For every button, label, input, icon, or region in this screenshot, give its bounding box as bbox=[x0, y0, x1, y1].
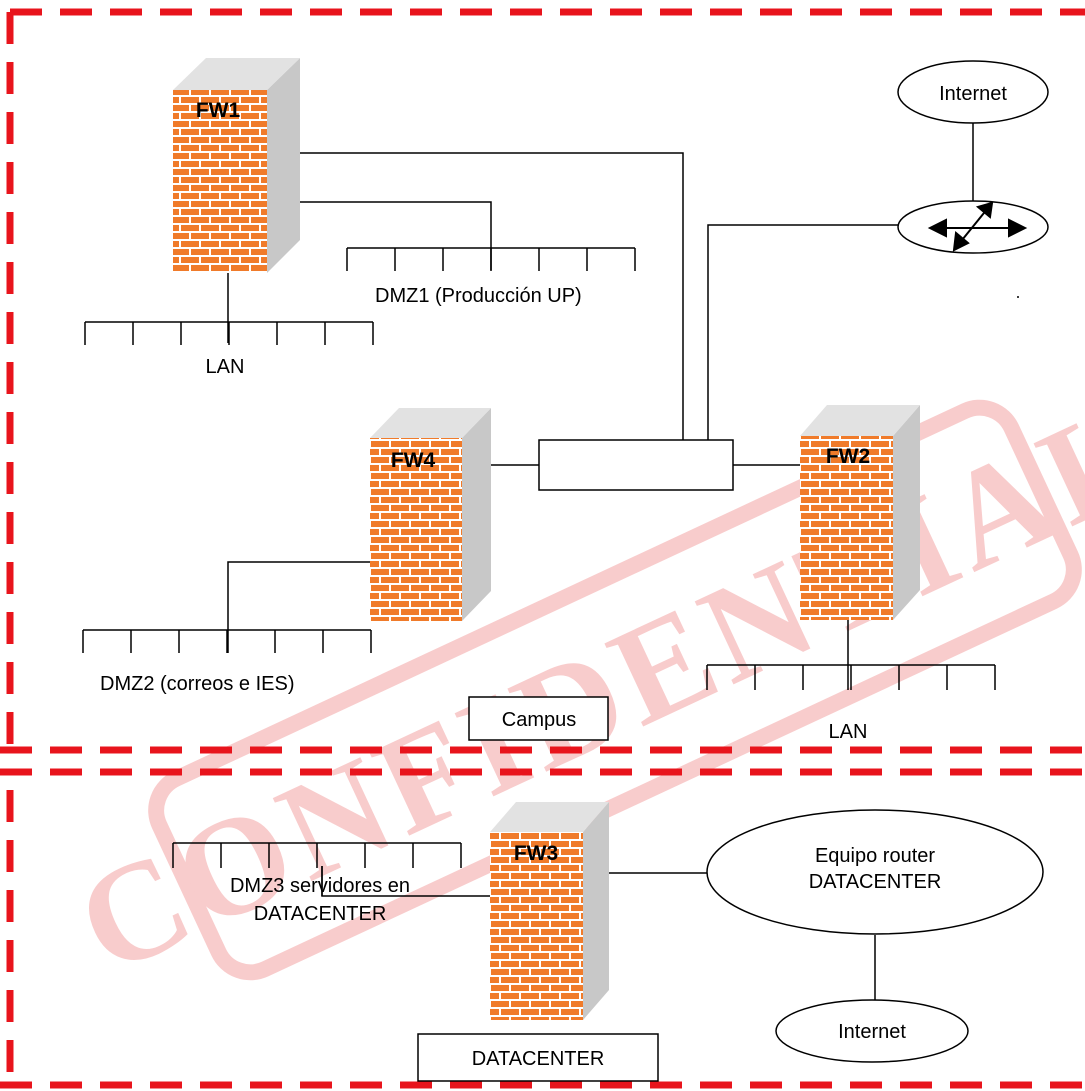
datacenter-label-box: DATACENTER bbox=[418, 1034, 658, 1081]
fw3-label: FW3 bbox=[514, 842, 558, 865]
firewall-fw3: FW3 bbox=[490, 802, 609, 1020]
core-switch bbox=[539, 440, 733, 490]
fw4-label: FW4 bbox=[391, 449, 436, 472]
stray-dot bbox=[1017, 296, 1019, 298]
datacenter-label: DATACENTER bbox=[472, 1048, 605, 1070]
dmz1-label: DMZ1 (Producción UP) bbox=[375, 285, 582, 307]
fw2-label: FW2 bbox=[826, 445, 870, 468]
fw1-label: FW1 bbox=[196, 99, 241, 122]
firewall-fw4: FW4 bbox=[370, 408, 491, 621]
internet-bottom-node: Internet bbox=[776, 1000, 968, 1062]
dmz2-segment bbox=[83, 630, 371, 653]
internet-bottom-label: Internet bbox=[838, 1021, 906, 1043]
campus-label: Campus bbox=[502, 709, 576, 731]
campus-router bbox=[898, 201, 1048, 253]
router-dc-label-line1: Equipo router bbox=[815, 845, 935, 867]
dmz3-label-line1: DMZ3 servidores en bbox=[230, 875, 410, 897]
lan-top-segment bbox=[85, 322, 373, 345]
internet-top-label: Internet bbox=[939, 83, 1007, 105]
firewall-fw2: FW2 bbox=[800, 405, 920, 620]
internet-top-node: Internet bbox=[898, 61, 1048, 123]
dmz1-segment bbox=[347, 248, 635, 271]
lan-right-label: LAN bbox=[829, 721, 868, 743]
datacenter-router-node: Equipo router DATACENTER bbox=[707, 810, 1043, 934]
campus-label-box: Campus bbox=[469, 697, 608, 740]
dmz3-label-line2: DATACENTER bbox=[254, 903, 387, 925]
lan-top-label: LAN bbox=[206, 356, 245, 378]
firewall-fw1: FW1 bbox=[173, 58, 300, 273]
dmz2-label: DMZ2 (correos e IES) bbox=[100, 673, 294, 695]
router-dc-label-line2: DATACENTER bbox=[809, 871, 942, 893]
